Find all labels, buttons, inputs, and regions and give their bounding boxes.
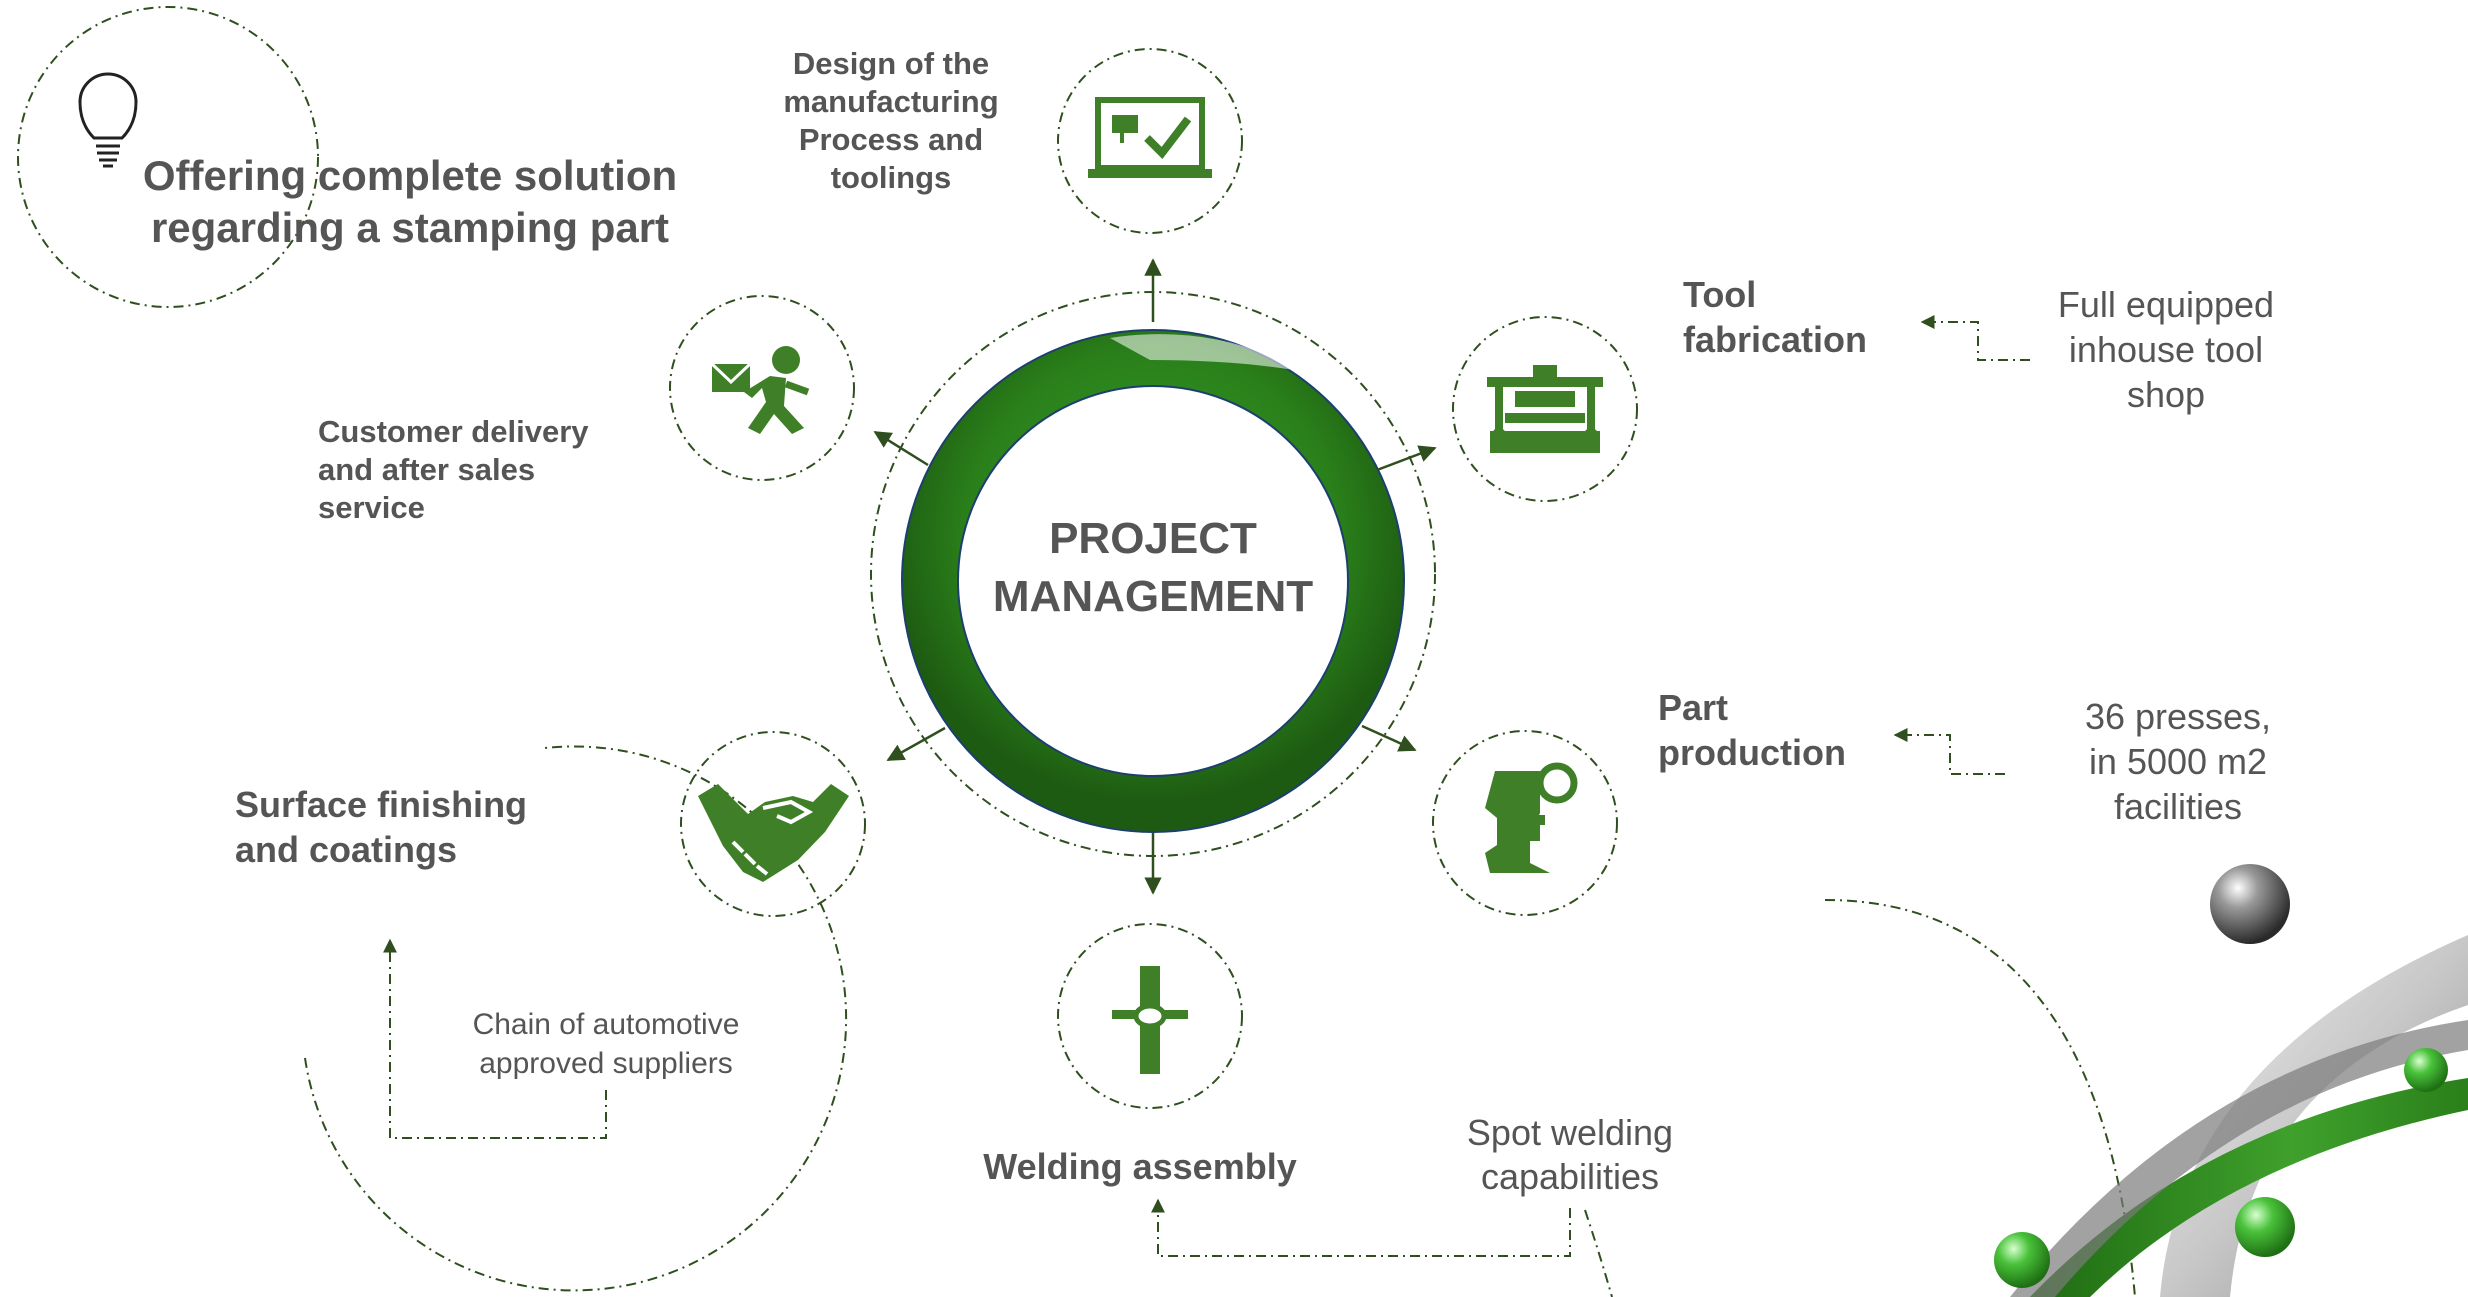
spot-welding-arc — [1584, 1209, 1613, 1297]
lower-right-arc — [1824, 899, 2136, 1297]
lightbulb-icon — [78, 72, 138, 168]
design-label-line4: toolings — [831, 160, 952, 195]
design-label-line1: Design of the — [793, 46, 989, 81]
headline-circle — [17, 6, 319, 308]
green-sphere — [2404, 1048, 2448, 1092]
surface-label-line2: and coatings — [235, 829, 457, 870]
part-production-label-line1: Part — [1658, 687, 1728, 728]
tool-fabrication-label-line1: Tool — [1683, 274, 1756, 315]
gray-sphere — [2210, 864, 2290, 944]
corner-swirl-decoration — [2010, 935, 2468, 1297]
design-node-circle — [1057, 48, 1243, 234]
green-sphere — [1994, 1232, 2050, 1288]
running-courier-icon — [710, 346, 810, 434]
delivery-label-line3: service — [318, 490, 425, 525]
suppliers-note-line2: approved suppliers — [479, 1047, 733, 1080]
tool-note-connector — [1920, 315, 2030, 361]
headline-line1: Offering complete solution — [143, 152, 677, 199]
part-note-connector — [1893, 728, 2005, 775]
welding-node-circle — [1057, 923, 1243, 1109]
welding-note-line1: Spot welding — [1467, 1112, 1673, 1153]
part-note-line3: facilities — [2114, 786, 2242, 827]
arrow-to-delivery — [873, 430, 929, 467]
tool-fabrication-node-circle — [1452, 316, 1638, 502]
welding-note-line2: capabilities — [1481, 1156, 1659, 1197]
machine-press-icon — [1487, 365, 1603, 453]
suppliers-note-line1: Chain of automotive — [473, 1008, 740, 1041]
design-label-line2: manufacturing — [783, 84, 998, 119]
delivery-label-line2: and after sales — [318, 452, 535, 487]
delivery-node-circle — [669, 295, 855, 481]
arrow-to-surface-finishing — [886, 726, 946, 762]
welding-note-connector — [1151, 1198, 1571, 1257]
hub-title-line1: PROJECT — [1049, 514, 1257, 563]
lower-left-arc — [304, 745, 848, 1292]
tool-note-line1: Full equipped — [2058, 284, 2274, 325]
surface-finishing-node-circle — [680, 731, 866, 917]
laptop-checkmark-icon — [1088, 97, 1212, 178]
spot-welding-icon — [1112, 966, 1188, 1074]
delivery-label-line1: Customer delivery — [318, 414, 589, 449]
tool-note-line2: inhouse tool — [2069, 329, 2263, 370]
welding-label: Welding assembly — [983, 1146, 1296, 1187]
green-sphere — [2235, 1197, 2295, 1257]
arrow-to-part-production — [1361, 724, 1417, 752]
part-production-node-circle — [1432, 730, 1618, 916]
hub-highlight — [1110, 334, 1305, 372]
tool-fabrication-label-line2: fabrication — [1683, 319, 1867, 360]
part-note-line1: 36 presses, — [2085, 696, 2271, 737]
stamping-press-icon — [1485, 762, 1578, 873]
arrow-to-tool-fabrication — [1376, 445, 1437, 472]
suppliers-note-connector — [383, 938, 607, 1139]
part-production-label-line2: production — [1658, 732, 1846, 773]
hub-ring-outline — [901, 329, 1405, 833]
handshake-icon — [698, 784, 849, 882]
design-label-line3: Process and — [799, 122, 983, 157]
headline-line2: regarding a stamping part — [151, 204, 669, 251]
tool-note-line3: shop — [2127, 374, 2205, 415]
hub-ring-outline — [957, 385, 1349, 777]
hub-title-line2: MANAGEMENT — [993, 572, 1313, 621]
part-note-line2: in 5000 m2 — [2089, 741, 2267, 782]
surface-label-line1: Surface finishing — [235, 784, 527, 825]
